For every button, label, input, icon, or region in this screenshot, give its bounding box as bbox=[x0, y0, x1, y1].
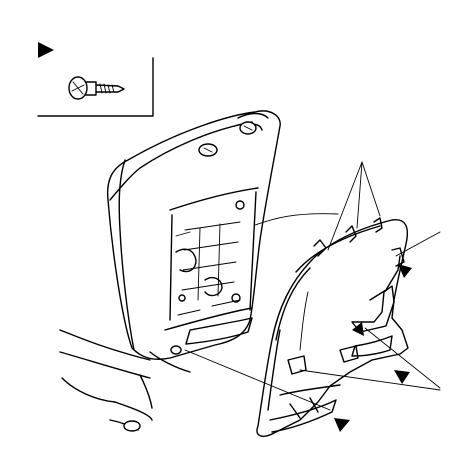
leader-lines bbox=[184, 161, 441, 411]
pointer-marker bbox=[352, 322, 364, 336]
pointer-marker bbox=[398, 264, 412, 278]
seat-back-frame bbox=[106, 110, 281, 409]
pointer-markers bbox=[334, 264, 412, 432]
pointer-marker bbox=[334, 418, 350, 432]
pointer-marker bbox=[394, 370, 410, 384]
back-cover-panel bbox=[256, 217, 409, 437]
screw-icon bbox=[68, 76, 125, 100]
seat-cushion bbox=[59, 329, 153, 432]
callout-arrow-marker bbox=[38, 42, 54, 58]
fastener-callout bbox=[37, 42, 154, 117]
